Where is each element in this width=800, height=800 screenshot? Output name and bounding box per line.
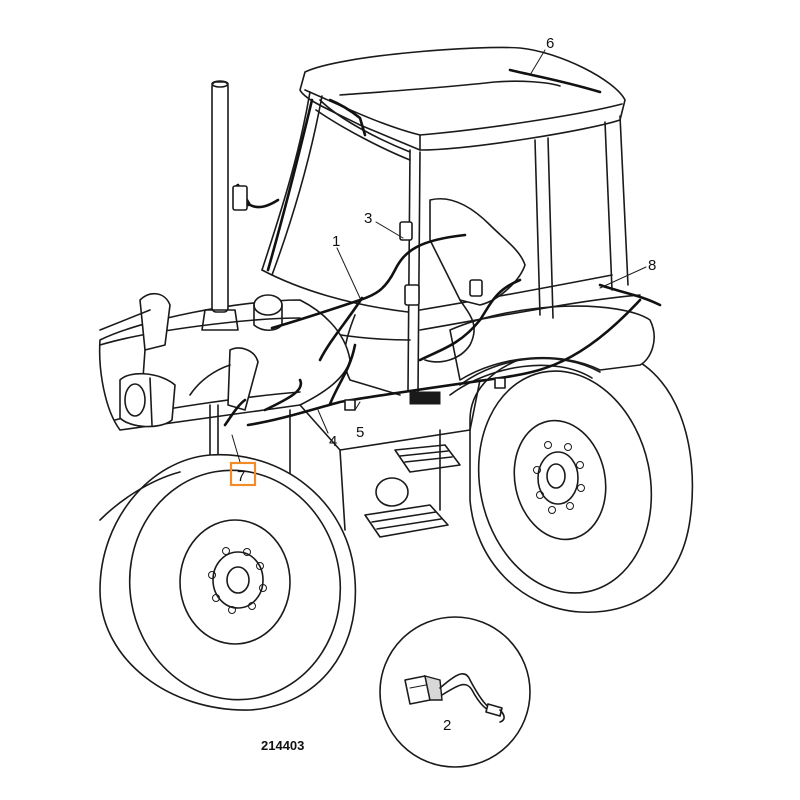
- callout-7[interactable]: 7: [237, 468, 245, 485]
- callout-5: 5: [356, 424, 364, 441]
- callout-8: 8: [648, 257, 656, 274]
- connector-plug: [404, 673, 505, 723]
- callout-1: 1: [332, 233, 340, 250]
- headlamp: [119, 372, 176, 428]
- operator-seat: [343, 198, 526, 396]
- callout-3: 3: [364, 210, 372, 227]
- detail-inset: 2: [379, 616, 531, 768]
- front-hub-bolts: [208, 547, 267, 614]
- front-wheel: [99, 453, 357, 711]
- callout-7-highlight-box[interactable]: [229, 461, 257, 487]
- figure-reference-number: 214403: [261, 738, 304, 753]
- callout-4: 4: [329, 433, 337, 450]
- air-cleaner: [253, 294, 283, 332]
- cab: [261, 46, 641, 393]
- harness-connectors: [232, 185, 506, 411]
- exhaust-pipe: [201, 80, 239, 331]
- cab-steps: [364, 429, 461, 538]
- callout-2: 2: [443, 717, 451, 734]
- callout-6: 6: [546, 35, 554, 52]
- wiring-harness: [223, 68, 662, 427]
- rear-wheel: [469, 346, 694, 614]
- rear-hub-bolts: [533, 441, 585, 514]
